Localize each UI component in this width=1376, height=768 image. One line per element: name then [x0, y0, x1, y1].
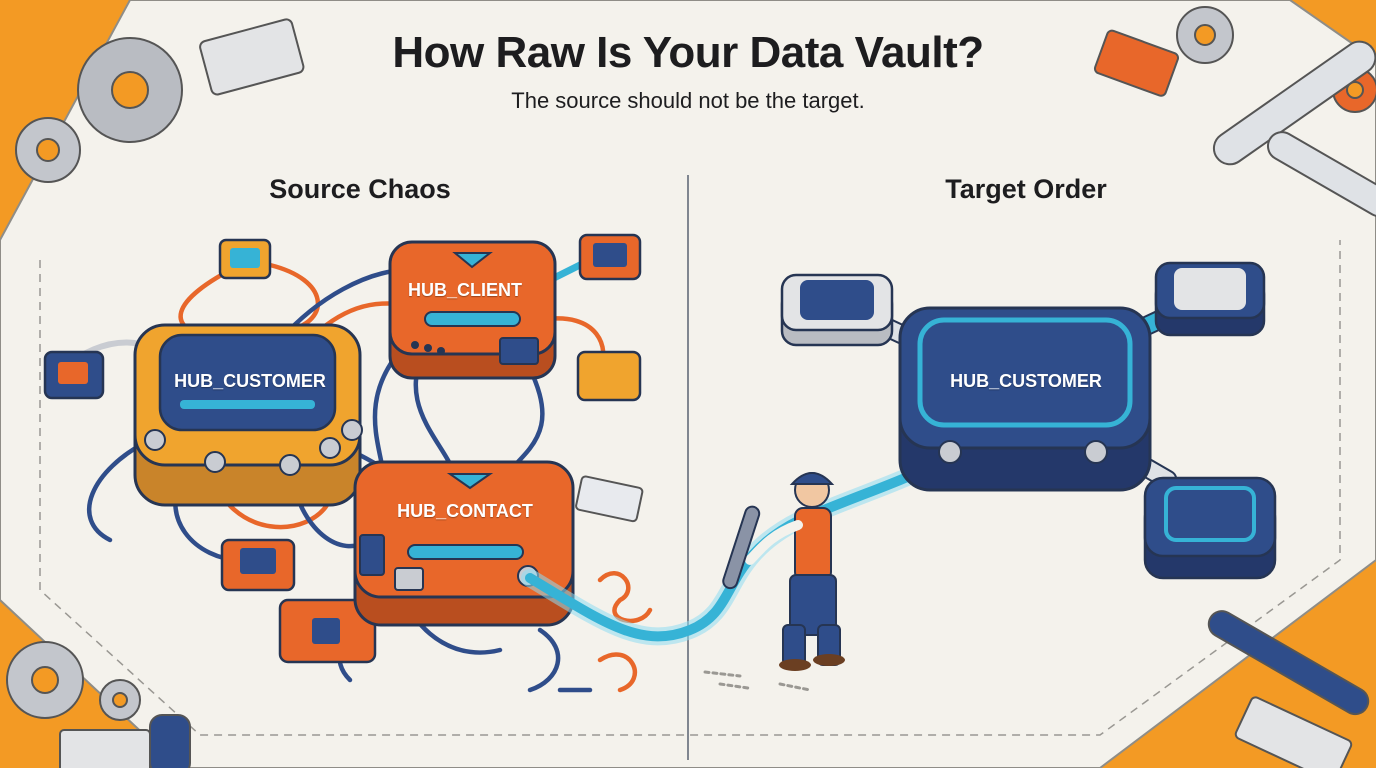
- card-icon: [199, 18, 305, 96]
- hub-customer-target-label: HUB_CUSTOMER: [950, 371, 1102, 391]
- hub-customer-source-label: HUB_CUSTOMER: [174, 371, 326, 391]
- gear-icon: [1176, 6, 1234, 64]
- target-order-heading: Target Order: [945, 174, 1107, 204]
- source-chaos-heading: Source Chaos: [269, 174, 451, 204]
- page-subtitle: The source should not be the target.: [511, 88, 865, 113]
- hub-contact-label: HUB_CONTACT: [397, 501, 533, 521]
- paper-dashed-border: [39, 240, 1341, 736]
- hub-contact-box: [353, 460, 575, 627]
- target-satellite-top-left: [780, 273, 894, 347]
- card-icon: [1093, 29, 1180, 97]
- pipe-icon: [1212, 40, 1376, 166]
- target-satellite-top-right: [1154, 261, 1266, 337]
- pipe-icon: [1207, 610, 1370, 716]
- module-icon: [576, 350, 642, 402]
- pipe-icon: [1267, 131, 1376, 218]
- gear-icon: [99, 679, 141, 721]
- page-title: How Raw Is Your Data Vault?: [392, 28, 984, 77]
- gear-icon: [15, 117, 81, 183]
- gear-icon: [6, 641, 84, 719]
- worker-figure: [703, 472, 845, 692]
- hub-customer-target-box: [898, 306, 1152, 492]
- hub-customer-source-box: [133, 323, 363, 507]
- pipe-icon: [149, 714, 191, 768]
- card-icon: [1234, 696, 1353, 768]
- target-satellite-bottom-right: [1143, 476, 1277, 580]
- envelope-icon: [59, 729, 151, 768]
- card-icon: [575, 475, 644, 523]
- gear-icon: [77, 37, 183, 143]
- hub-client-label: HUB_CLIENT: [407, 280, 522, 300]
- hub-client-box: [388, 240, 557, 380]
